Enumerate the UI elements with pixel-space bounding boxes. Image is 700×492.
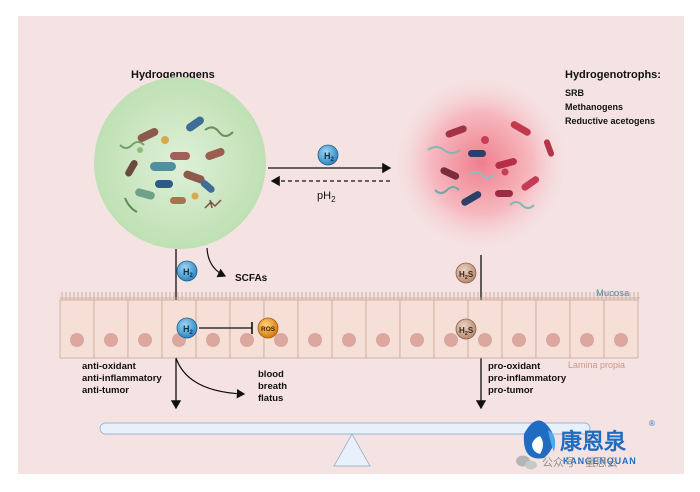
excretion-blood: blood — [258, 369, 284, 380]
hydrogenotrophs-title: Hydrogenotrophs: — [565, 69, 661, 81]
svg-text:H2S: H2S — [459, 326, 474, 337]
scfas-label: SCFAs — [235, 273, 268, 284]
brand-logo-icon — [523, 420, 556, 459]
hydrogenotrophs-community-illustration — [389, 71, 573, 255]
cell-nucleus — [546, 333, 560, 347]
cell-nucleus — [580, 333, 594, 347]
effect-anti-inflammatory: anti-inflammatory — [82, 373, 162, 384]
microvilli — [61, 292, 639, 300]
cell-nucleus — [512, 333, 526, 347]
epithelial-cell — [501, 299, 537, 359]
scfa-arrow — [206, 247, 227, 278]
h2-molecule-icon-epithelium: H2 — [176, 317, 198, 339]
epithelial-cell — [331, 299, 367, 359]
svg-text:H2: H2 — [324, 151, 335, 163]
wechat-icon — [516, 455, 537, 470]
epithelial-cell — [93, 299, 129, 359]
hydrogenotroph-item-acetogens: Reductive acetogens — [565, 116, 655, 126]
epithelial-cell — [535, 299, 571, 359]
brand-name-en: KANGENQUAN — [563, 456, 637, 466]
cell-nucleus — [410, 333, 424, 347]
hydrogenotroph-item-methanogens: Methanogens — [565, 102, 623, 112]
epithelial-cell — [195, 299, 231, 359]
epithelial-cells — [59, 299, 639, 359]
h2s-molecule-icon-epithelium: H2S — [455, 318, 477, 340]
excretion-flatus: flatus — [258, 393, 283, 404]
background-panel — [18, 16, 684, 474]
effect-pro-tumor: pro-tumor — [488, 385, 534, 396]
cell-nucleus — [206, 333, 220, 347]
cell-nucleus — [104, 333, 118, 347]
hydrogenotroph-bacteria — [427, 121, 555, 209]
cell-nucleus — [342, 333, 356, 347]
intestinal-epithelium — [59, 292, 640, 359]
epithelial-cell — [59, 299, 95, 359]
cell-nucleus — [240, 333, 254, 347]
brand-name-cn: 康恩泉 — [560, 429, 627, 454]
cell-nucleus — [614, 333, 628, 347]
epithelial-cell — [229, 299, 265, 359]
cell-nucleus — [70, 333, 84, 347]
svg-text:H2S: H2S — [459, 270, 474, 281]
brand-registered-mark: ® — [649, 419, 655, 428]
epithelial-cell — [127, 299, 163, 359]
epithelial-cell — [399, 299, 435, 359]
epithelial-cell — [603, 299, 639, 359]
svg-text:H2: H2 — [183, 267, 194, 279]
cell-nucleus — [444, 333, 458, 347]
cell-nucleus — [478, 333, 492, 347]
excretion-breath: breath — [258, 381, 287, 392]
ph2-label: pH2 — [317, 190, 336, 204]
effect-anti-oxidant: anti-oxidant — [82, 361, 137, 372]
hydrogenogens-community-illustration — [94, 77, 266, 249]
watermark-caption: 公众号 · 氢思云 — [542, 455, 618, 469]
cell-nucleus — [138, 333, 152, 347]
balance-fulcrum — [333, 433, 371, 467]
svg-text:ROS: ROS — [261, 326, 276, 333]
effect-anti-tumor: anti-tumor — [82, 385, 129, 396]
hydrogenogens-title: Hydrogenogens — [131, 69, 215, 81]
cell-nucleus — [376, 333, 390, 347]
mucosa-label: Mucosa — [596, 288, 630, 299]
brand-watermark: 康恩泉 ® KANGENQUAN 公众号 · 氢思云 — [516, 419, 655, 470]
cell-nucleus — [274, 333, 288, 347]
svg-text:H2: H2 — [183, 324, 194, 336]
h2-molecule-icon-left: H2 — [176, 260, 198, 282]
ros-molecule-icon: ROS — [257, 317, 279, 339]
hydrogenogen-bacteria — [119, 116, 234, 213]
epithelial-cell — [365, 299, 401, 359]
excretion-arrow — [175, 357, 246, 399]
cell-nucleus — [308, 333, 322, 347]
hydrogenotroph-item-srb: SRB — [565, 88, 585, 98]
epithelial-cell — [569, 299, 605, 359]
balance-beam — [99, 422, 591, 435]
effect-pro-inflammatory: pro-inflammatory — [488, 373, 567, 384]
h2-molecule-icon: H2 — [317, 144, 339, 166]
epithelial-cell — [297, 299, 333, 359]
h2s-molecule-icon-top: H2S — [455, 262, 477, 284]
effect-pro-oxidant: pro-oxidant — [488, 361, 541, 372]
lamina-propria-label: Lamina propia — [568, 360, 625, 370]
